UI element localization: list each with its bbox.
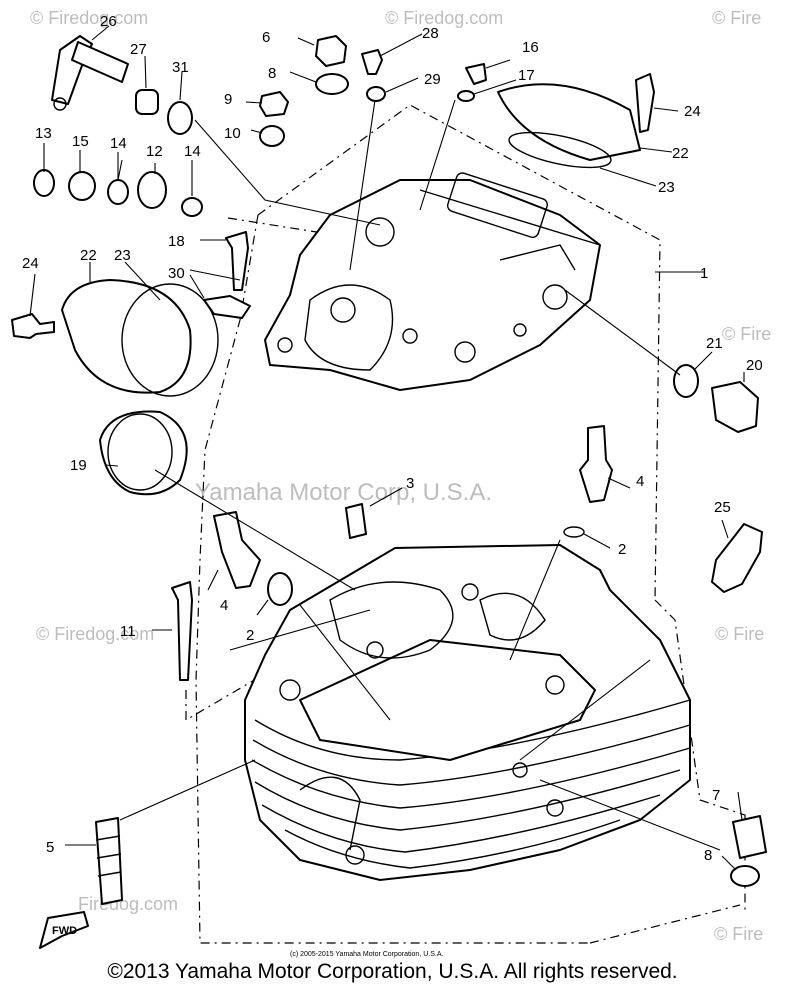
- valve-guide-4-right: [579, 425, 613, 503]
- small-copyright: (c) 2005-2015 Yamaha Motor Corporation, …: [290, 951, 443, 958]
- callout-4-left: 4: [220, 597, 228, 614]
- gasket-29: [366, 86, 386, 102]
- leader-lines: [29, 25, 745, 871]
- bracket-30: [203, 295, 251, 319]
- watermark-bottom-left: Firedog.com: [78, 894, 178, 914]
- fwd-label: FWD: [52, 925, 77, 937]
- washer-10: [259, 125, 285, 147]
- washer-13: [33, 169, 55, 197]
- plug-20: [711, 381, 759, 433]
- oil-seal: [167, 101, 193, 135]
- callout-16: 16: [522, 39, 539, 56]
- nut-6: [315, 35, 347, 67]
- washer-14: [107, 179, 129, 205]
- callout-13: 13: [35, 125, 52, 142]
- nut-9: [259, 91, 289, 117]
- watermark-center: Yamaha Motor Corp, U.S.A.: [195, 479, 492, 506]
- callout-20: 20: [746, 357, 763, 374]
- callout-4-right: 4: [636, 473, 644, 490]
- callout-22-upper: 22: [672, 145, 689, 162]
- washer-8-lower: [730, 865, 760, 887]
- callout-2-left: 2: [246, 627, 254, 644]
- callout-18: 18: [168, 233, 185, 250]
- gasket-17: [457, 90, 475, 102]
- callout-15: 15: [72, 133, 89, 150]
- watermark-top-left: © Firedog.com: [30, 8, 148, 28]
- copyright-notice: ©2013 Yamaha Motor Corporation, U.S.A. A…: [107, 960, 678, 983]
- watermark-left-mid: © Firedog.com: [36, 624, 154, 644]
- intake-joint-19: [99, 410, 188, 496]
- small-parts: FWD: [11, 35, 767, 949]
- callout-14-a: 14: [110, 135, 127, 152]
- callout-7: 7: [712, 787, 720, 804]
- callout-10: 10: [224, 125, 241, 142]
- watermark-right-upper: © Fire: [722, 324, 771, 344]
- dowel-3: [345, 503, 367, 539]
- camshaft-housing: [264, 172, 601, 391]
- callout-3: 3: [406, 475, 414, 492]
- gasket-23-left: [121, 283, 219, 397]
- callout-28: 28: [422, 25, 439, 42]
- callout-21: 21: [706, 335, 723, 352]
- stud-5: [95, 817, 123, 905]
- callout-24-upper: 24: [684, 103, 701, 120]
- callout-24-left: 24: [22, 255, 39, 272]
- watermark-top-right: © Fire: [712, 8, 761, 28]
- callout-31: 31: [172, 59, 189, 76]
- callout-8-lower: 8: [704, 847, 712, 864]
- callout-9: 9: [224, 91, 232, 108]
- watermark-top-mid: © Firedog.com: [385, 8, 503, 28]
- fwd-arrow: [39, 911, 89, 949]
- callout-2-right: 2: [618, 541, 626, 558]
- bolt-18: [225, 231, 249, 291]
- plug-16: [465, 63, 487, 85]
- o-ring-2-left: [267, 572, 293, 606]
- callout-19: 19: [70, 457, 87, 474]
- callout-labels: 1 2 2 3 4 4 5 6 7 8 8 9 10 11 12 13 14 1…: [22, 13, 763, 864]
- callout-17: 17: [518, 67, 535, 84]
- o-ring-2-right: [563, 526, 585, 538]
- callout-14-b: 14: [184, 143, 201, 160]
- valve-guide-4-left: [213, 511, 261, 589]
- bolt-24-upper: [635, 73, 655, 133]
- callout-23-upper: 23: [658, 179, 675, 196]
- watermark-right-mid: © Fire: [715, 624, 764, 644]
- callout-25: 25: [714, 499, 731, 516]
- callout-8-upper: 8: [268, 65, 276, 82]
- callout-23-left: 23: [114, 247, 131, 264]
- cover-22-upper: [497, 83, 641, 161]
- callout-29: 29: [424, 71, 441, 88]
- callout-5: 5: [46, 839, 54, 856]
- cover-22-left: [61, 279, 192, 394]
- washer-21: [673, 364, 699, 398]
- cylinder-head: [244, 544, 691, 881]
- watermark-bottom-right: © Fire: [714, 924, 763, 944]
- spring: [135, 89, 159, 115]
- callout-12: 12: [146, 143, 163, 160]
- plug-28: [361, 49, 383, 75]
- gear-12: [137, 171, 167, 209]
- spark-plug-25: [711, 523, 763, 593]
- washer-14b: [181, 197, 203, 217]
- callout-27: 27: [130, 41, 147, 58]
- callout-26: 26: [100, 13, 117, 30]
- callout-6: 6: [262, 29, 270, 46]
- bearing-15: [68, 171, 96, 201]
- washer-8: [315, 73, 349, 95]
- gasket-23-upper: [508, 131, 612, 169]
- callout-22-left: 22: [80, 247, 97, 264]
- cap-nut-7: [732, 815, 767, 859]
- callout-11: 11: [120, 623, 136, 640]
- callout-30: 30: [168, 265, 185, 282]
- bolt-24-left: [11, 313, 55, 339]
- bolt-11: [171, 581, 193, 681]
- callout-1: 1: [700, 265, 708, 282]
